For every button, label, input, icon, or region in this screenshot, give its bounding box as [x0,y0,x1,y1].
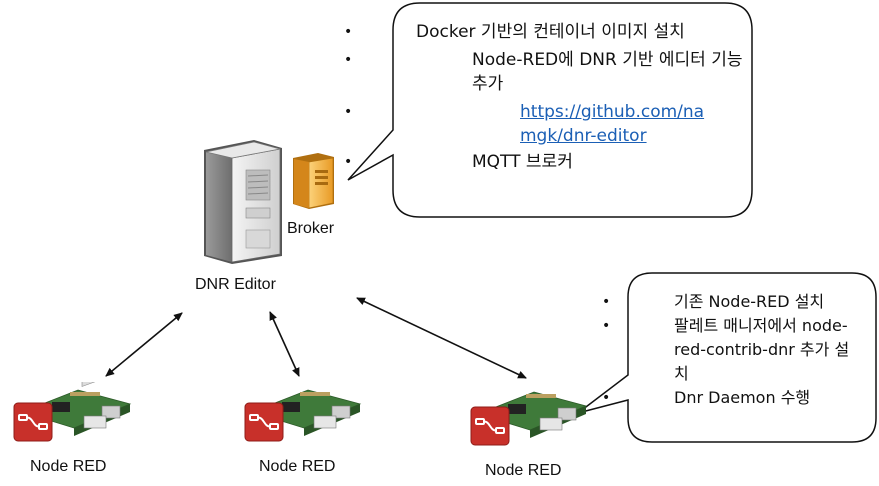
broker-server-icon [293,153,334,209]
right-callout-text: 기존 Node-RED 설치 팔레트 매니저에서 node-red-contri… [602,290,870,410]
right-callout-item-install: 기존 Node-RED 설치 [602,290,870,314]
arrow-editor-node3 [356,297,527,379]
top-callout-item-mqtt: MQTT 브로커 [344,150,744,174]
node-red-logo-icon [13,402,53,442]
dnr-editor-link[interactable]: https://github.com/namgk/dnr-editor [520,102,705,146]
node-red-label-2: Node RED [259,458,336,475]
right-callout-item-daemon: Dnr Daemon 수행 [602,386,870,410]
arrow-editor-node2 [269,311,300,377]
top-callout-item-dnr-editor: Node-RED에 DNR 기반 에디터 기능 추가 [344,48,744,96]
node-red-label-3: Node RED [485,462,562,479]
node-red-logo-icon [470,406,510,446]
dnr-editor-label: DNR Editor [195,276,276,293]
top-callout-text: Docker 기반의 컨테이너 이미지 설치 Node-RED에 DNR 기반 … [344,20,744,174]
top-callout-item-link: https://github.com/namgk/dnr-editor [344,100,744,148]
right-callout-item-palette: 팔레트 매니저에서 node-red-contrib-dnr 추가 설치 [602,314,870,386]
arrow-editor-node1 [105,312,183,377]
node-red-logo-icon [244,402,284,442]
top-callout-item-docker: Docker 기반의 컨테이너 이미지 설치 [344,20,744,44]
server-tower-icon [204,140,282,264]
broker-label: Broker [287,220,335,237]
node-red-label-1: Node RED [30,458,107,475]
